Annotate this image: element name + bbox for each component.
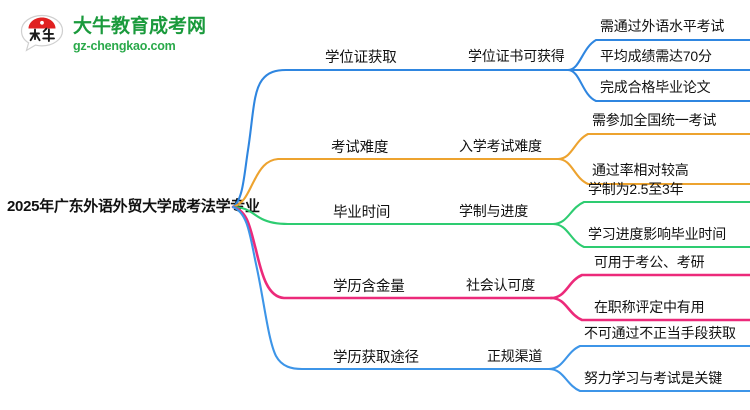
branch-1-level2-label[interactable]: 学位证书可获得 (468, 48, 565, 64)
branch-5-level1-label[interactable]: 学历获取途径 (333, 350, 419, 366)
branch-1-leaf-2[interactable]: 平均成绩需达70分 (600, 48, 712, 64)
branch-4-leaf-2[interactable]: 在职称评定中有用 (594, 299, 705, 315)
branch-2-level1-label[interactable]: 考试难度 (331, 140, 389, 156)
branch-2-level2-label[interactable]: 入学考试难度 (459, 138, 542, 154)
branch-4-level1-label[interactable]: 学历含金量 (333, 279, 405, 295)
branch-2-leaf-2[interactable]: 通过率相对较高 (592, 162, 689, 178)
site-logo: 大牛教育成考网 gz-chengkao.com (18, 12, 206, 58)
logo-title: 大牛教育成考网 (73, 16, 207, 38)
branch-2-leaf-1[interactable]: 需参加全国统一考试 (592, 112, 717, 128)
daniu-speech-bubble-logo (18, 12, 66, 58)
branch-1-leaf-1[interactable]: 需通过外语水平考试 (600, 18, 725, 34)
logo-subtitle-url: gz-chengkao.com (73, 39, 176, 54)
branch-5-leaf-2[interactable]: 努力学习与考试是关键 (584, 370, 722, 386)
branch-5-level2-label[interactable]: 正规渠道 (487, 348, 543, 364)
branch-4-leaf-1[interactable]: 可用于考公、考研 (594, 254, 705, 270)
mindmap-root-label: 2025年广东外语外贸大学成考法学专业 (7, 198, 260, 215)
branch-1-level1-label[interactable]: 学位证获取 (325, 50, 397, 66)
branch-3-level2-label[interactable]: 学制与进度 (459, 203, 528, 219)
branch-1-leaf-3[interactable]: 完成合格毕业论文 (600, 79, 711, 95)
branch-3-leaf-1[interactable]: 学制为2.5至3年 (588, 181, 684, 197)
branch-4-level2-label[interactable]: 社会认可度 (466, 277, 535, 293)
branch-3-level1-label[interactable]: 毕业时间 (333, 205, 391, 221)
branch-3-leaf-2[interactable]: 学习进度影响毕业时间 (588, 226, 726, 242)
branch-5-leaf-1[interactable]: 不可通过不正当手段获取 (584, 325, 736, 341)
